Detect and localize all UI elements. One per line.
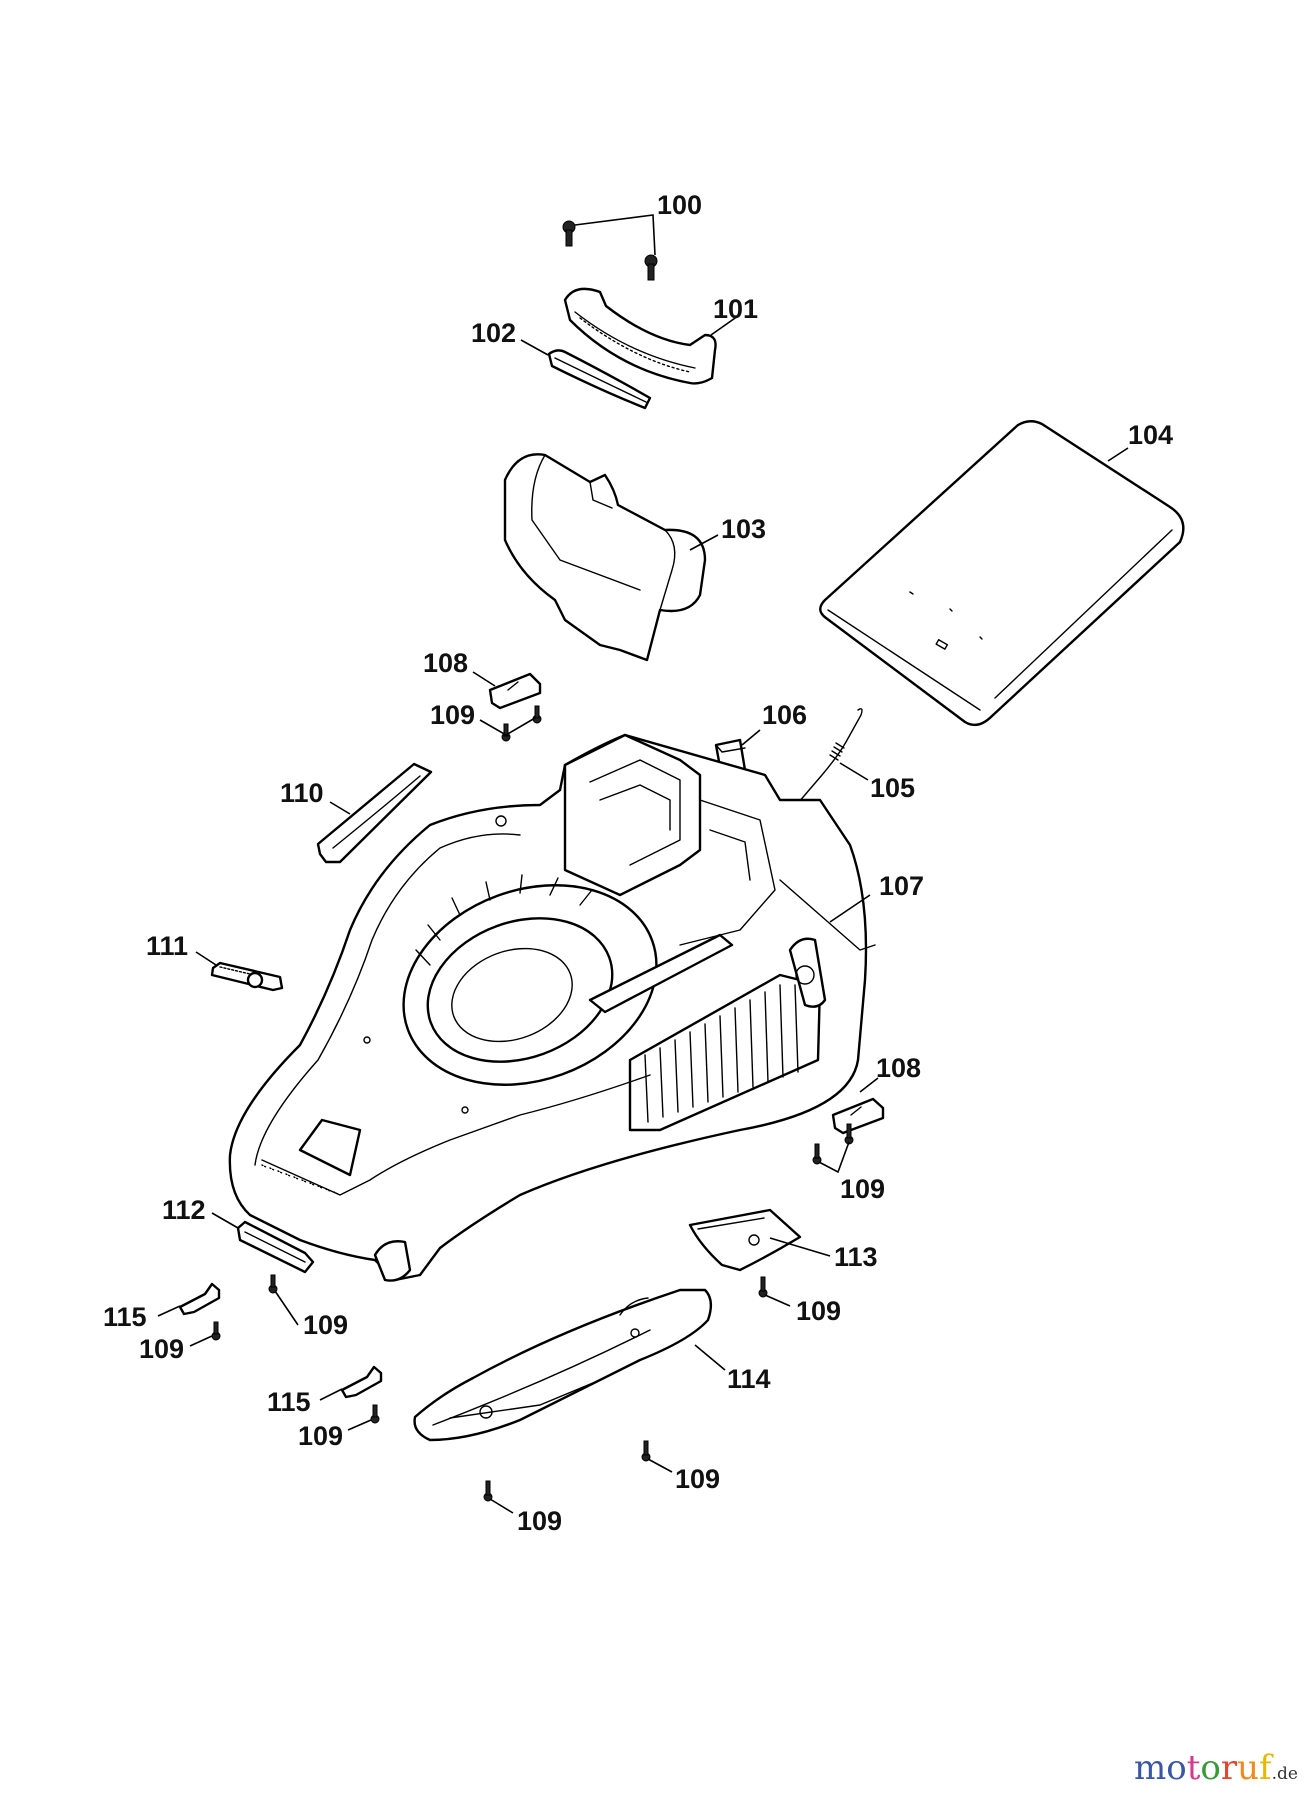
- part-109-screw-plate: [758, 1276, 768, 1298]
- label-107[interactable]: 107: [879, 871, 924, 901]
- leader-109-upper: [479, 717, 536, 736]
- label-109-mid[interactable]: 109: [298, 1421, 343, 1451]
- label-108-right[interactable]: 108: [876, 1053, 921, 1083]
- label-113[interactable]: 113: [834, 1242, 878, 1272]
- label-109-front[interactable]: 109: [303, 1310, 348, 1340]
- part-109-screw-front: [268, 1274, 278, 1294]
- label-105[interactable]: 105: [870, 773, 915, 803]
- label-103[interactable]: 103: [721, 514, 766, 544]
- watermark-letter: f: [1259, 1748, 1272, 1788]
- label-114[interactable]: 114: [727, 1364, 771, 1394]
- watermark-letter: u: [1237, 1748, 1260, 1788]
- leader-109-bottom-right: [647, 1458, 673, 1473]
- part-109-screws-upper: [501, 705, 542, 742]
- label-110[interactable]: 110: [280, 778, 324, 808]
- leader-104: [1107, 447, 1129, 462]
- leader-115-mid: [319, 1388, 343, 1401]
- leader-101: [710, 315, 739, 336]
- leader-109-right: [818, 1141, 850, 1174]
- leader-107: [829, 894, 871, 923]
- leader-109-left: [189, 1335, 213, 1347]
- part-103-rear-cover: [503, 453, 707, 662]
- part-109-screws-right: [812, 1123, 854, 1165]
- label-109-left[interactable]: 109: [139, 1334, 184, 1364]
- part-109-screw-bottom: [483, 1480, 493, 1502]
- label-109-upper[interactable]: 109: [430, 700, 475, 730]
- watermark-letter: o: [1166, 1748, 1187, 1788]
- leader-108-right: [859, 1077, 879, 1093]
- part-115-clip-left: [178, 1282, 221, 1316]
- side-vents: [644, 984, 799, 1123]
- leader-109-bottom: [489, 1498, 514, 1514]
- leader-100: [574, 214, 656, 256]
- leader-105: [839, 762, 869, 781]
- part-115-clip-mid: [340, 1365, 383, 1399]
- label-100[interactable]: 100: [657, 190, 702, 220]
- part-deck-housing: [228, 733, 868, 1282]
- leader-115-left: [157, 1305, 181, 1317]
- label-109-bottom[interactable]: 109: [517, 1506, 562, 1536]
- part-104-rear-flap: [819, 420, 1185, 727]
- part-108-clip-right: [831, 1097, 885, 1135]
- label-112[interactable]: 112: [162, 1195, 206, 1225]
- part-101-handle: [563, 287, 717, 385]
- part-114-wheel-cover: [413, 1288, 713, 1442]
- part-107-hinge-rod: [779, 879, 876, 951]
- watermark-letter: o: [1200, 1748, 1221, 1788]
- watermark-logo: motoruf.de: [1134, 1748, 1298, 1788]
- leader-109-mid: [347, 1419, 372, 1431]
- leader-112: [211, 1212, 239, 1229]
- part-108-clip-upper: [488, 672, 542, 710]
- part-113-cover-plate: [688, 1208, 802, 1272]
- leader-109-front: [274, 1290, 299, 1326]
- label-115-left[interactable]: 115: [103, 1302, 147, 1332]
- leader-110: [329, 801, 351, 815]
- label-106[interactable]: 106: [762, 700, 807, 730]
- leader-106: [741, 729, 761, 746]
- watermark-letter: t: [1186, 1748, 1201, 1788]
- label-109-plate[interactable]: 109: [796, 1296, 841, 1326]
- label-101[interactable]: 101: [713, 294, 758, 324]
- part-110-cover-strip: [316, 762, 433, 864]
- watermark-tld: .de: [1271, 1764, 1298, 1784]
- part-100-screws: [562, 220, 658, 281]
- watermark-letter: r: [1220, 1748, 1238, 1788]
- label-109-right[interactable]: 109: [840, 1174, 885, 1204]
- leader-111: [195, 951, 217, 966]
- part-109-screw-left: [211, 1321, 221, 1341]
- label-102[interactable]: 102: [471, 318, 516, 348]
- watermark-letter: m: [1133, 1748, 1167, 1788]
- leader-102: [520, 339, 549, 356]
- part-109-screw-bottom-right: [641, 1440, 651, 1462]
- part-112-front-bar: [236, 1220, 315, 1274]
- label-108-upper[interactable]: 108: [423, 648, 468, 678]
- label-104[interactable]: 104: [1128, 420, 1173, 450]
- label-111[interactable]: 111: [146, 931, 188, 961]
- leader-109-plate: [764, 1294, 791, 1307]
- part-102-insert: [547, 349, 652, 410]
- part-109-screw-mid: [370, 1404, 380, 1424]
- leader-114: [694, 1344, 726, 1371]
- leader-113: [769, 1237, 831, 1257]
- label-109-bottom-right[interactable]: 109: [675, 1464, 720, 1494]
- part-111-height-indicator: [210, 961, 284, 992]
- leader-103: [689, 534, 719, 551]
- leader-108-upper: [472, 671, 496, 687]
- label-115-mid[interactable]: 115: [267, 1387, 311, 1417]
